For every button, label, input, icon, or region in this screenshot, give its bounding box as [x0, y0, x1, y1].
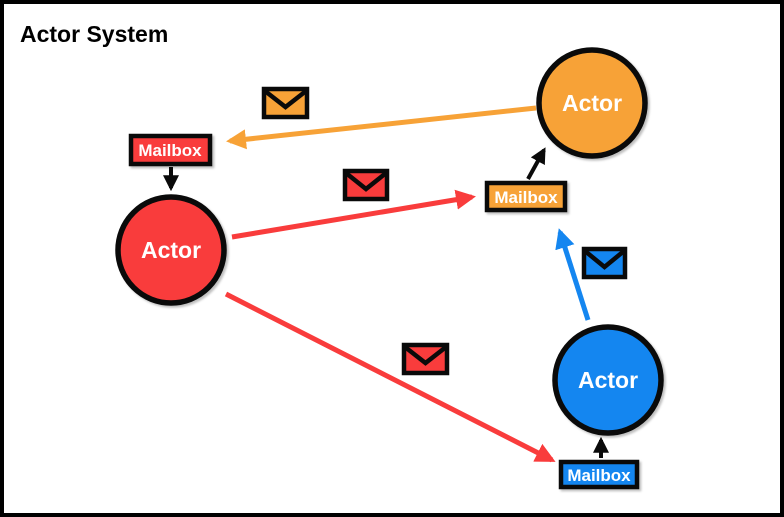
envelope-icon-red-1: [342, 168, 390, 202]
actor-label-orange: Actor: [562, 90, 622, 116]
actor-node-orange: Actor: [536, 47, 648, 159]
mailbox-node-blue: Mailbox: [558, 459, 640, 490]
envelope-flap: [263, 89, 308, 110]
message-arrow-red-to-orange-mailbox: [231, 189, 476, 240]
actor-label-blue: Actor: [578, 367, 638, 393]
envelope-flap: [344, 171, 388, 192]
mailbox-box-red: [128, 133, 213, 167]
actor-circle-orange: [536, 47, 648, 159]
diagram-title: Actor System: [20, 21, 168, 47]
mailbox-node-red: Mailbox: [128, 133, 213, 167]
mailbox-label-red: Mailbox: [138, 141, 202, 160]
message-arrow-red-to-blue-mailbox: [224, 291, 556, 463]
actor-label-red: Actor: [141, 237, 201, 263]
mailbox-label-orange: Mailbox: [494, 188, 558, 207]
delivery-arrow-orange-mailbox-to-actor: [526, 147, 546, 180]
actor-circle-blue: [552, 324, 664, 436]
envelope-flap: [583, 249, 626, 270]
mailbox-node-orange: Mailbox: [484, 180, 568, 213]
diagram-canvas: Actor System Actor Actor Actor Mailbox: [20, 21, 664, 490]
envelope-icon-blue: [581, 246, 628, 280]
mailbox-label-blue: Mailbox: [567, 466, 631, 485]
actor-node-blue: Actor: [552, 324, 664, 436]
mailbox-box-blue: [558, 459, 640, 490]
envelope-flap: [403, 345, 448, 366]
envelope-icon-red-2: [401, 342, 450, 376]
actor-circle-red: [115, 194, 227, 306]
message-arrow-blue-to-orange-mailbox: [555, 228, 591, 321]
message-arrow-orange-to-red-mailbox: [226, 105, 537, 150]
mailbox-box-orange: [484, 180, 568, 213]
envelope-icon-orange: [261, 86, 310, 120]
actor-node-red: Actor: [115, 194, 227, 306]
